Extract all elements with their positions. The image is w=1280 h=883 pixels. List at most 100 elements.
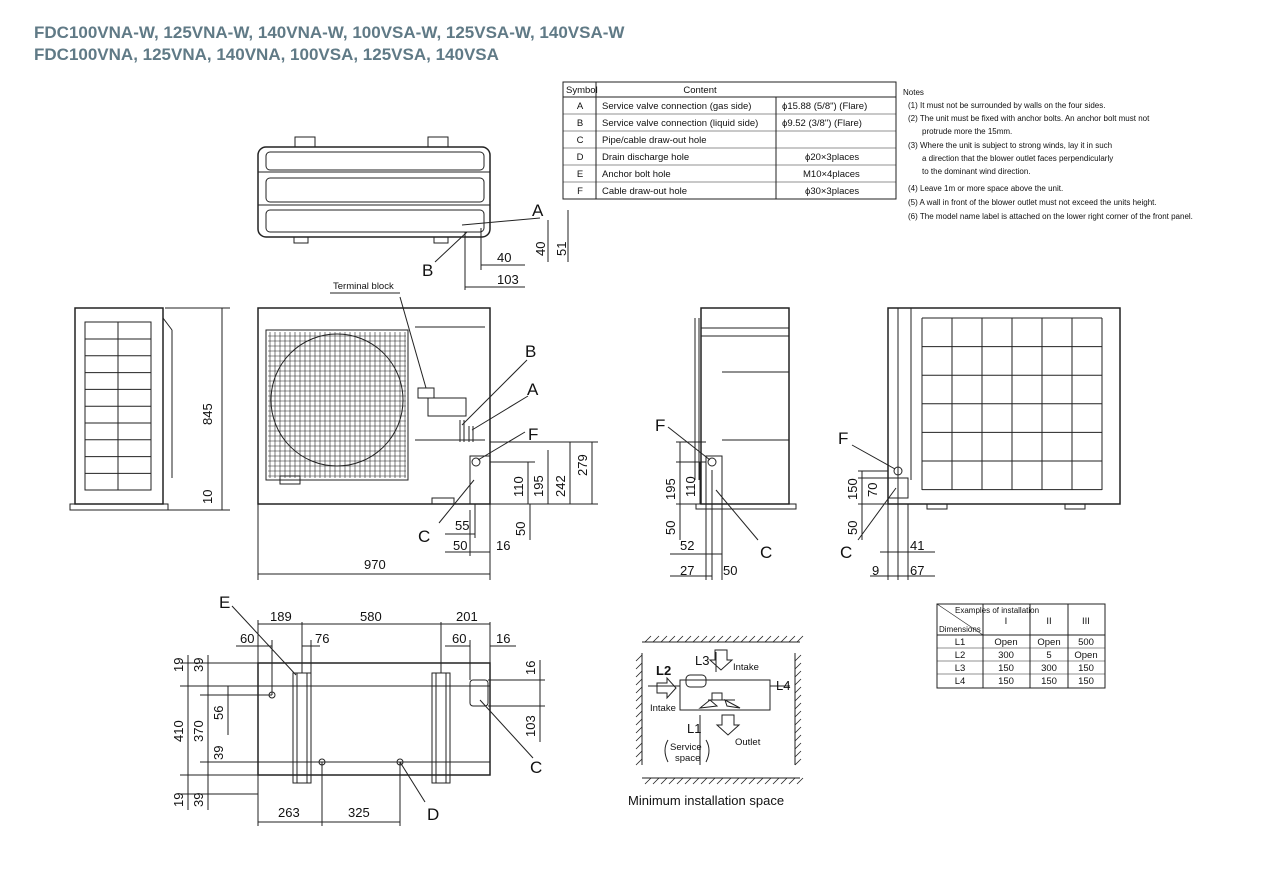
bottom-dim-325: 325 [348, 805, 370, 820]
notes-block: Notes (1) It must not be surrounded by w… [903, 88, 1193, 221]
front-dim-195: 195 [531, 475, 546, 497]
install-row-label: L4 [955, 676, 966, 687]
side-dim-50: 50 [663, 521, 678, 535]
space-label-l4: L4 [776, 678, 790, 693]
install-table-corner-top: Examples of installation [955, 606, 1039, 615]
rear-dim-50: 50 [845, 521, 860, 535]
note-line: (5) A wall in front of the blower outlet… [908, 198, 1157, 207]
bottom-dim-60l: 60 [240, 631, 254, 646]
bottom-dim-201: 201 [456, 609, 478, 624]
space-label-outlet: Outlet [735, 737, 761, 748]
installation-space-caption: Minimum installation space [628, 793, 784, 808]
install-cell: 5 [1046, 650, 1051, 661]
bottom-label-d: D [427, 805, 439, 824]
rear-label-f: F [838, 429, 848, 448]
front-label-c: C [418, 527, 430, 546]
bottom-dim-189: 189 [270, 609, 292, 624]
bottom-dim-60r: 60 [452, 631, 466, 646]
table-content-f: Cable draw-out hole [602, 186, 687, 197]
front-dim-279: 279 [575, 454, 590, 476]
table-header-content: Content [683, 85, 717, 96]
front-dim-970: 970 [364, 557, 386, 572]
front-view: Terminal block B A F C 110 195 242 279 [257, 281, 598, 580]
front-dim-110: 110 [511, 476, 526, 497]
install-cell: 300 [998, 650, 1014, 661]
table-content-c: Pipe/cable draw-out hole [602, 135, 707, 146]
top-dim-40h: 40 [497, 250, 511, 265]
side-label-f: F [655, 416, 665, 435]
table-spec-d: ϕ20×3places [805, 152, 859, 163]
install-cell: 150 [998, 676, 1014, 687]
bottom-dim-410: 410 [171, 720, 186, 742]
install-table-col-1: I [1005, 616, 1008, 627]
side-dim-52: 52 [680, 538, 694, 553]
left-dim-10: 10 [200, 490, 215, 504]
bottom-dim-39bb: 39 [191, 793, 206, 807]
side-label-c: C [760, 543, 772, 562]
space-label-intake-left: Intake [650, 703, 676, 714]
right-side-view: F C 195 110 50 52 27 50 [655, 307, 797, 580]
side-dim-50h: 50 [723, 563, 737, 578]
side-dim-110: 110 [683, 476, 698, 497]
rear-dim-41: 41 [910, 538, 924, 553]
bottom-dim-19t: 19 [171, 658, 186, 672]
table-spec-a: ϕ15.88 (5/8") (Flare) [782, 101, 867, 112]
install-row-label: L2 [955, 650, 966, 661]
front-dim-242: 242 [553, 475, 568, 497]
bottom-label-e: E [219, 593, 230, 612]
note-line: (3) Where the unit is subject to strong … [908, 141, 1112, 150]
table-symbol-b: B [577, 118, 583, 129]
table-spec-e: M10×4places [803, 169, 860, 180]
install-row-label: L1 [955, 637, 966, 648]
install-row-label: L3 [955, 663, 966, 674]
front-label-b: B [525, 342, 536, 361]
left-dim-845: 845 [200, 403, 215, 425]
page-title: FDC100VNA-W, 125VNA-W, 140VNA-W, 100VSA-… [34, 22, 624, 66]
top-view: A B 40 103 40 51 [257, 136, 569, 290]
table-symbol-f: F [577, 186, 583, 197]
install-cell: Open [1074, 650, 1097, 661]
table-symbol-c: C [577, 135, 584, 146]
install-table-col-2: II [1046, 616, 1051, 627]
table-symbol-e: E [577, 169, 583, 180]
table-spec-f: ϕ30×3places [805, 186, 859, 197]
title-line-2: FDC100VNA, 125VNA, 140VNA, 100VSA, 125VS… [34, 45, 499, 64]
install-cell: 300 [1041, 663, 1057, 674]
side-dim-195: 195 [663, 478, 678, 500]
front-dim-16: 16 [496, 538, 510, 553]
top-label-a: A [532, 201, 544, 220]
note-line: (1) It must not be surrounded by walls o… [908, 101, 1105, 110]
bottom-dim-56: 56 [211, 706, 226, 720]
title-line-1: FDC100VNA-W, 125VNA-W, 140VNA-W, 100VSA-… [34, 23, 625, 42]
install-cell: 150 [998, 663, 1014, 674]
top-dim-103: 103 [497, 272, 519, 287]
install-cell: 500 [1078, 637, 1094, 648]
space-label-l3: L3 [695, 653, 709, 668]
bottom-dim-39b: 39 [211, 746, 226, 760]
bottom-dim-76: 76 [315, 631, 329, 646]
installation-table: Examples of installation Dimensions I II… [936, 603, 1106, 689]
space-label-l1: L1 [687, 721, 701, 736]
space-label-intake-top: Intake [733, 662, 759, 673]
table-content-e: Anchor bolt hole [602, 169, 671, 180]
install-cell: Open [994, 637, 1017, 648]
note-line: (4) Leave 1m or more space above the uni… [908, 184, 1063, 193]
front-dim-50: 50 [453, 538, 467, 553]
note-line: protrude more the 15mm. [922, 127, 1012, 136]
table-symbol-d: D [577, 152, 584, 163]
front-label-a: A [527, 380, 539, 399]
rear-dim-9: 9 [872, 563, 879, 578]
terminal-block-label: Terminal block [333, 281, 394, 292]
bottom-view: C D E 189 580 201 60 76 60 16 19 [171, 593, 545, 826]
bottom-dim-39t: 39 [191, 658, 206, 672]
table-content-a: Service valve connection (gas side) [602, 101, 751, 112]
front-dim-50v: 50 [513, 522, 528, 536]
bottom-dim-263: 263 [278, 805, 300, 820]
bottom-dim-580: 580 [360, 609, 382, 624]
note-line: to the dominant wind direction. [922, 167, 1031, 176]
space-label-space: space [675, 753, 700, 764]
bottom-dim-103: 103 [523, 715, 538, 737]
table-header-symbol: Symbol [566, 85, 598, 96]
front-label-f: F [528, 425, 538, 444]
